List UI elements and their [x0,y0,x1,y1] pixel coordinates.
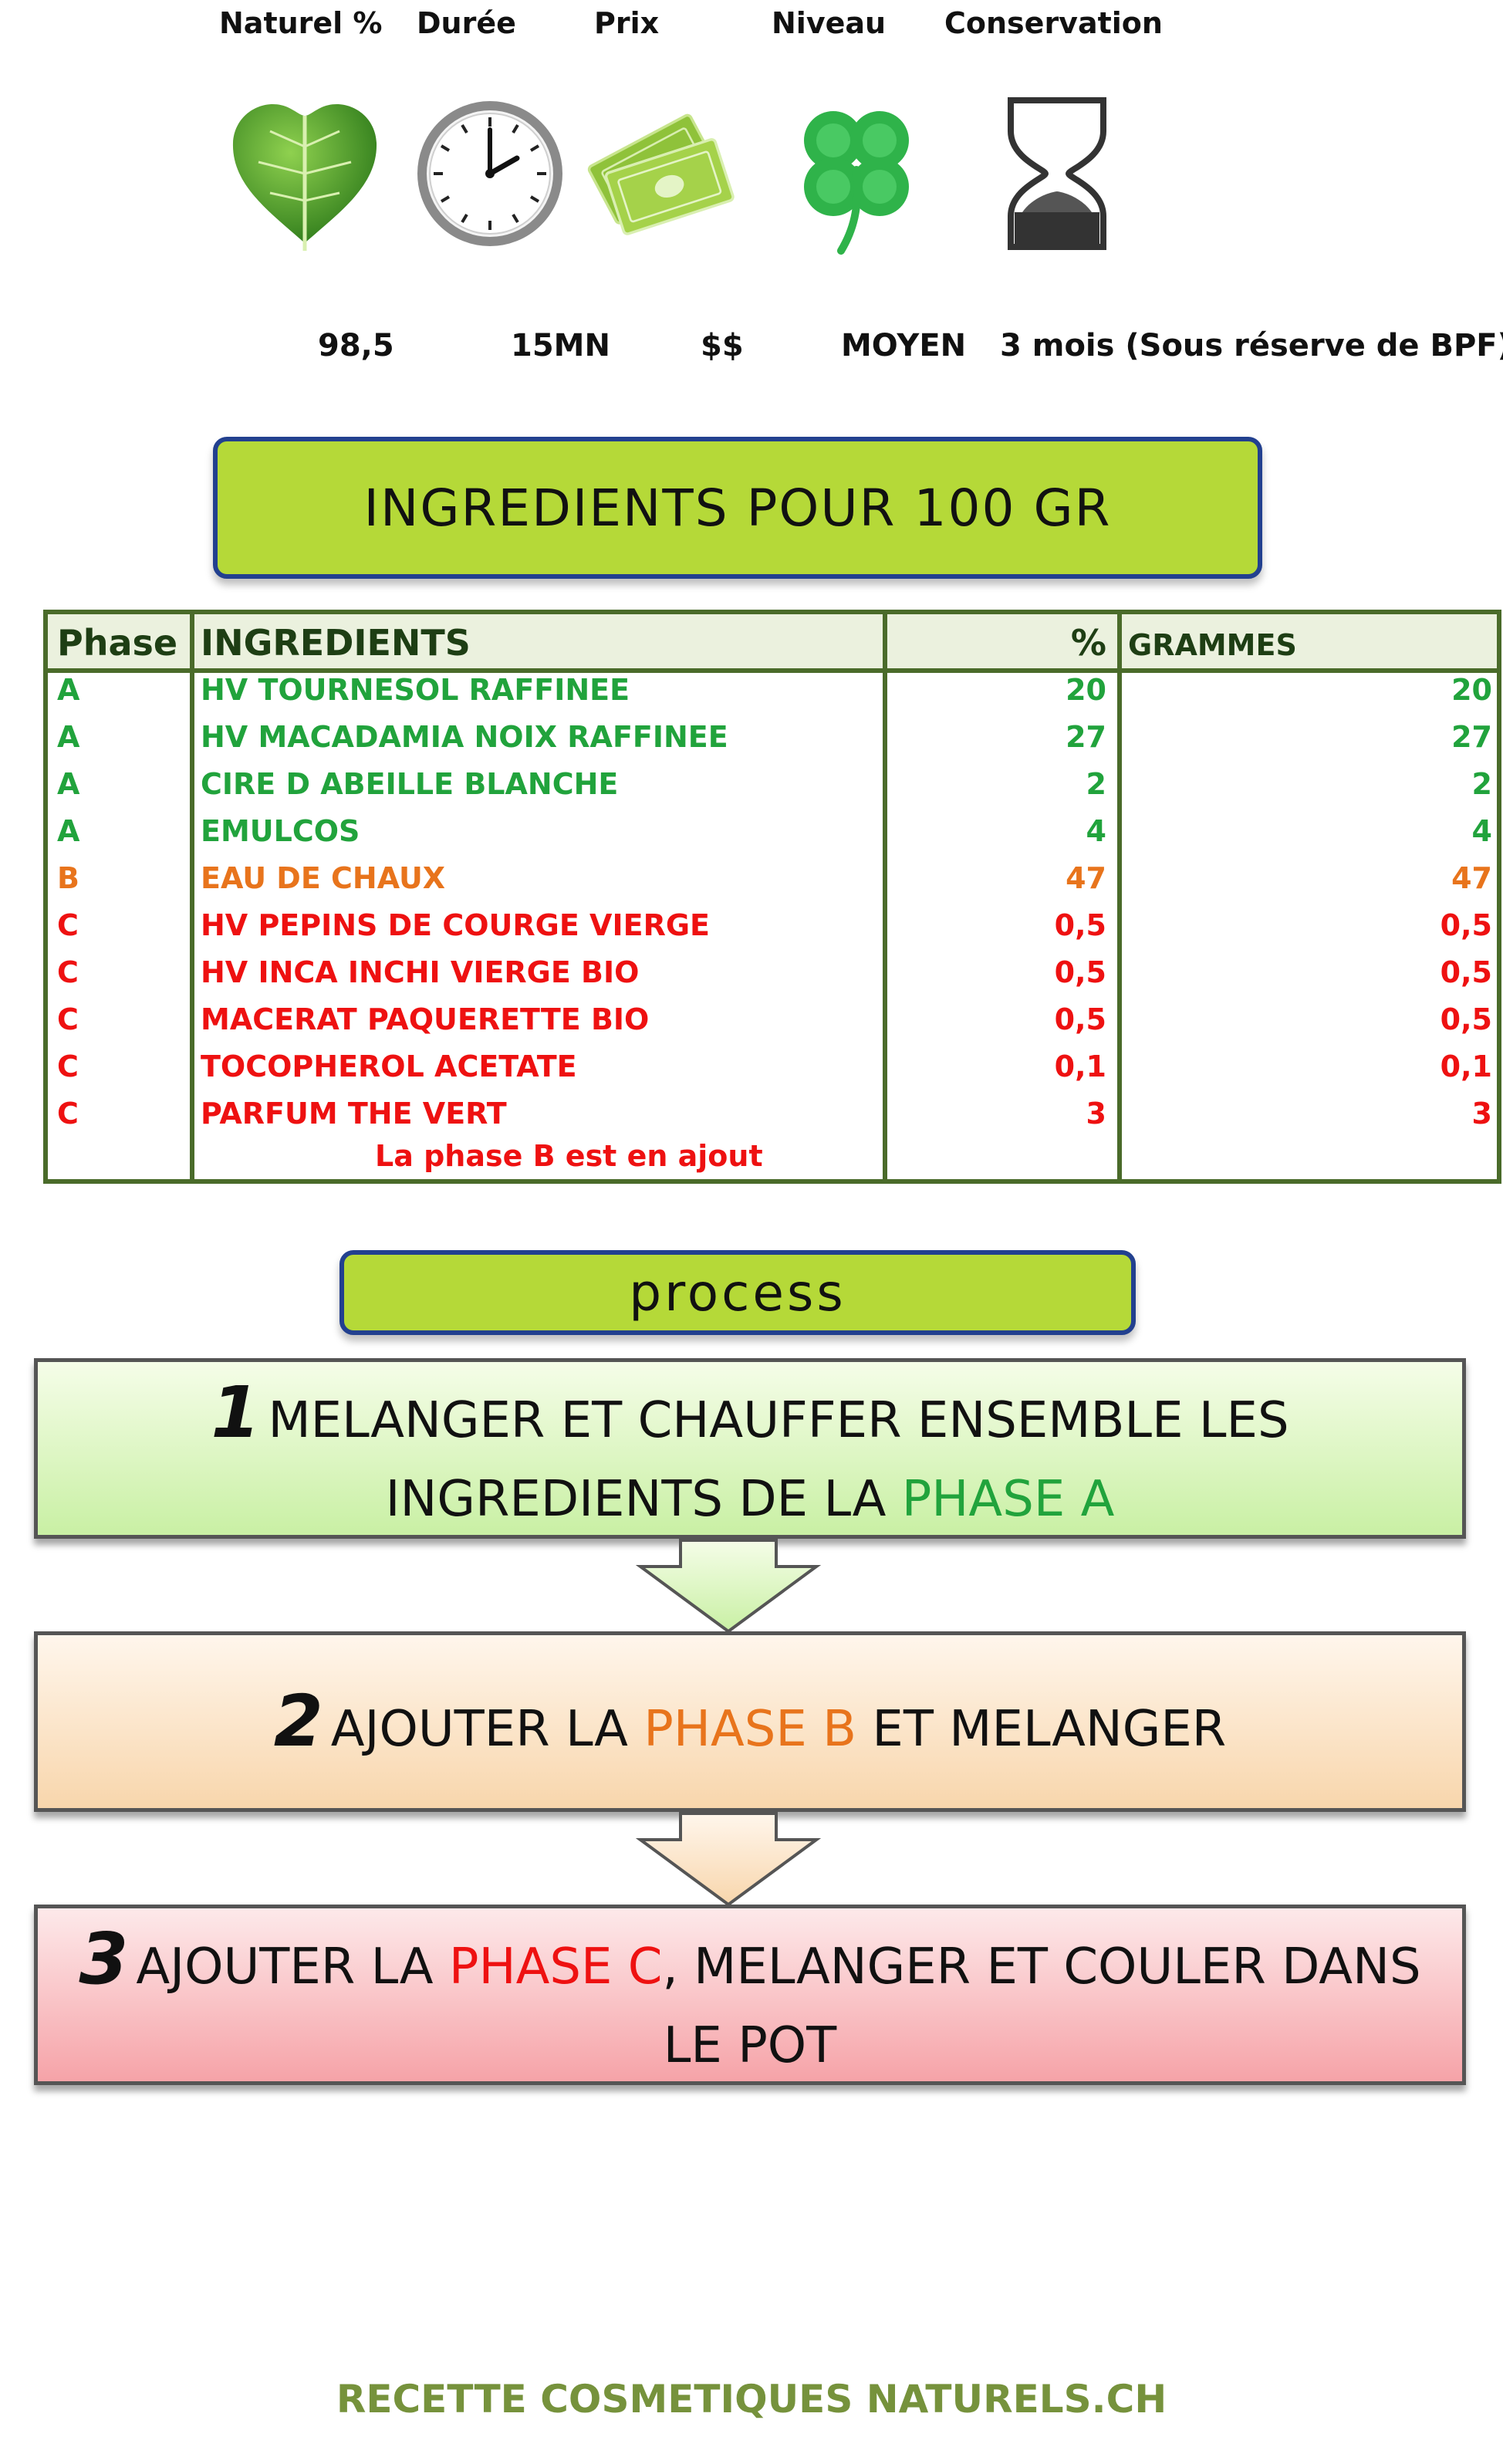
leaf-icon [232,104,377,251]
row-grams: 47 [1451,861,1492,895]
row-grams: 3 [1471,1097,1492,1131]
row-phase: B [57,861,79,895]
row-percent: 0,5 [1054,908,1106,942]
row-ingredient: HV INCA INCHI VIERGE BIO [201,955,640,989]
row-phase: C [57,1097,79,1131]
row-grams: 4 [1471,814,1492,848]
label-duree: Durée [417,6,516,40]
header-ingredients: INGREDIENTS [201,622,471,664]
step-number: 2 [273,1680,323,1763]
label-prix: Prix [594,6,660,40]
value-niveau: MOYEN [841,328,967,363]
row-ingredient: HV PEPINS DE COURGE VIERGE [201,908,710,942]
step-text: MELANGER ET CHAUFFER ENSEMBLE LES INGRED… [268,1391,1289,1529]
row-phase: A [57,673,80,707]
row-phase: A [57,767,80,801]
row-percent: 20 [1066,673,1106,707]
row-ingredient: MACERAT PAQUERETTE BIO [201,1002,650,1036]
row-percent: 0,1 [1054,1049,1106,1083]
process-title: process [629,1262,846,1323]
table-note: La phase B est en ajout [375,1139,763,1173]
row-grams: 27 [1451,720,1492,754]
footer-credit: RECETTE COSMETIQUES NATURELS.CH [336,2377,1167,2422]
value-prix: $$ [701,328,744,363]
step-text-after: , MELANGER ET COULER DANS LE POT [662,1938,1421,2075]
step-text-after: ET MELANGER [856,1701,1227,1759]
row-ingredient: EAU DE CHAUX [201,861,446,895]
row-grams: 0,5 [1440,908,1492,942]
step-phase: PHASE A [901,1471,1115,1529]
row-grams: 0,1 [1440,1049,1492,1083]
row-grams: 0,5 [1440,1002,1492,1036]
value-duree: 15MN [511,328,610,363]
row-percent: 47 [1066,861,1106,895]
row-ingredient: TOCOPHEROL ACETATE [201,1049,577,1083]
money-icon [587,113,735,235]
row-phase: C [57,1002,79,1036]
row-percent: 27 [1066,720,1106,754]
row-percent: 3 [1086,1097,1106,1131]
row-ingredient: EMULCOS [201,814,360,848]
row-phase: A [57,720,80,754]
value-naturel: 98,5 [318,328,394,363]
arrow-down-icon [636,1812,821,1907]
header-pct: % [1070,622,1106,664]
column-divider [883,614,887,1179]
header-grammes: GRAMMES [1128,628,1297,662]
clover-icon [804,111,909,255]
step-phase: PHASE C [448,1938,663,1996]
row-phase: C [57,908,79,942]
label-niveau: Niveau [772,6,887,40]
ingredients-title-banner: INGREDIENTS POUR 100 GR [213,437,1262,579]
hourglass-icon [1008,97,1106,250]
step-text: AJOUTER LA [330,1701,644,1759]
row-grams: 2 [1471,767,1492,801]
ingredients-table: Phase INGREDIENTS % GRAMMES A HV TOURNESO… [43,610,1501,1184]
step-phase: PHASE B [643,1701,857,1759]
row-percent: 0,5 [1054,1002,1106,1036]
step-number: 3 [79,1917,129,2000]
clock-icon [417,101,562,246]
header-phase: Phase [57,622,178,664]
row-phase: C [57,1049,79,1083]
row-phase: A [57,814,80,848]
row-percent: 4 [1086,814,1106,848]
row-grams: 20 [1451,673,1492,707]
row-phase: C [57,955,79,989]
row-percent: 2 [1086,767,1106,801]
column-divider [190,614,194,1179]
row-ingredient: HV TOURNESOL RAFFINEE [201,673,630,707]
column-divider [1117,614,1122,1179]
step-text: AJOUTER LA [136,1938,449,1996]
label-conservation: Conservation [944,6,1163,40]
value-conservation: 3 mois (Sous réserve de BPF) [1000,328,1503,363]
table-header [48,614,1497,673]
arrow-down-icon [636,1539,821,1634]
step-number: 1 [211,1371,261,1454]
label-naturel: Naturel % [219,6,383,40]
ingredients-title: INGREDIENTS POUR 100 GR [363,478,1112,538]
row-percent: 0,5 [1054,955,1106,989]
row-ingredient: CIRE D ABEILLE BLANCHE [201,767,619,801]
row-ingredient: PARFUM THE VERT [201,1097,507,1131]
row-ingredient: HV MACADAMIA NOIX RAFFINEE [201,720,728,754]
process-title-banner: process [339,1250,1136,1335]
row-grams: 0,5 [1440,955,1492,989]
